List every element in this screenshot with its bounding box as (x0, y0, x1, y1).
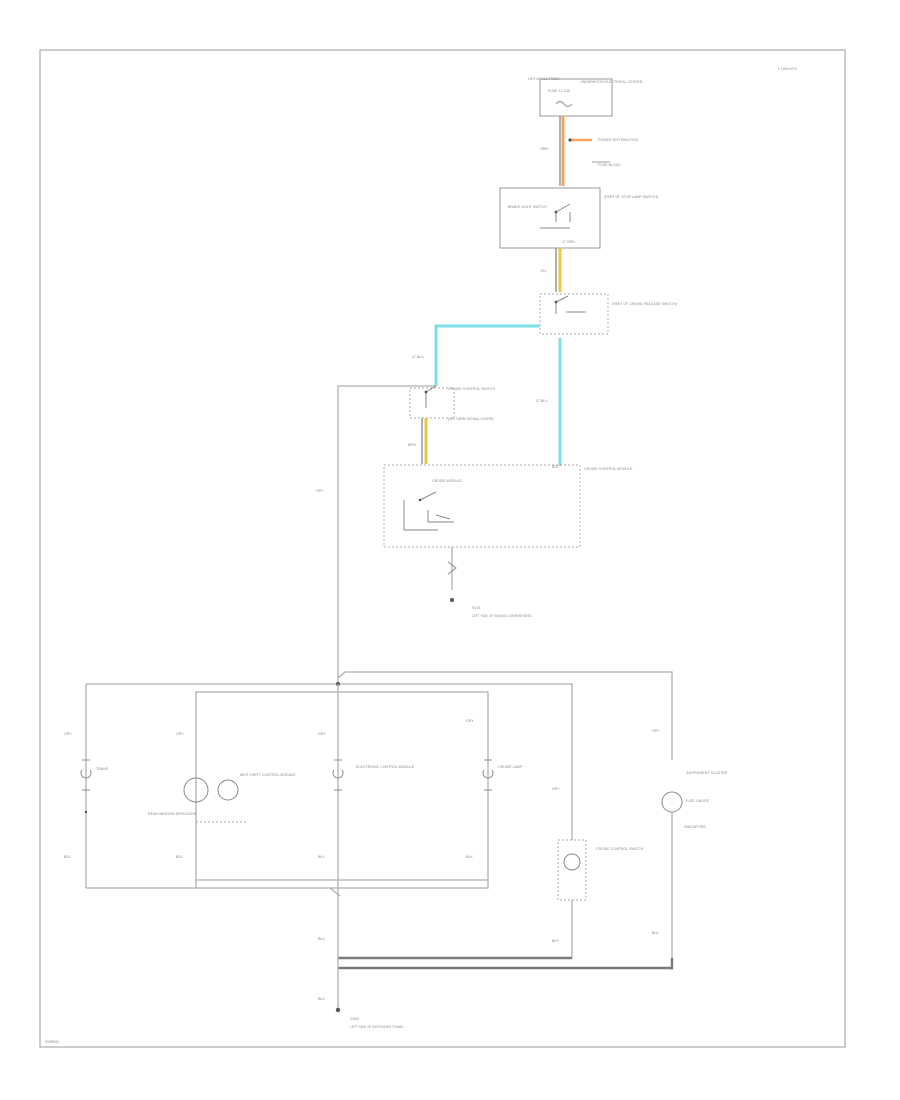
svg-text:BLK: BLK (64, 855, 71, 859)
svg-text:GRY: GRY (316, 489, 324, 493)
svg-text:BLK: BLK (318, 855, 325, 859)
svg-text:LT GRN: LT GRN (562, 240, 575, 244)
svg-text:FUEL GAUGE: FUEL GAUGE (686, 799, 710, 803)
cruise-control-switch: CRUISE CONTROL SWITCH (ON TURN SIGNAL LE… (337, 385, 496, 678)
component-electronic-control: GRY ELECTRONIC CONTROL MODULE BLK (318, 732, 415, 859)
svg-text:LT BLU: LT BLU (536, 399, 548, 403)
svg-text:HOT AT ALL TIMES: HOT AT ALL TIMES (528, 77, 560, 81)
cruise-module: CRUISE MODULE CRUISE CONTROL MODULE BLK (383, 464, 633, 548)
svg-text:(PART OF CRUISE RELEASE SWITCH: (PART OF CRUISE RELEASE SWITCH) (612, 302, 677, 306)
svg-text:ORN: ORN (540, 147, 548, 151)
svg-text:BLK: BLK (176, 855, 183, 859)
svg-text:ANTI-THEFT CONTROL MODULE: ANTI-THEFT CONTROL MODULE (240, 773, 296, 777)
brake-light-switch-box: BRAKE LIGHT SWITCH (PART OF STOP LAMP SW… (499, 187, 658, 249)
svg-text:BRAKE LIGHT SWITCH: BRAKE LIGHT SWITCH (508, 205, 547, 209)
svg-text:BLK: BLK (318, 997, 325, 1001)
svg-text:LT BLU: LT BLU (412, 355, 424, 359)
svg-text:(ON TURN SIGNAL LEVER): (ON TURN SIGNAL LEVER) (448, 417, 494, 421)
svg-text:CRUISE LAMP: CRUISE LAMP (498, 765, 523, 769)
svg-text:FUSE BLOCK: FUSE BLOCK (598, 163, 621, 167)
svg-text:GRY: GRY (466, 719, 474, 723)
component-instrument-cluster: GRY INSTRUMENT CLUSTER FUEL GAUGE INDICA… (652, 729, 728, 970)
svg-text:POWER DISTRIBUTION: POWER DISTRIBUTION (598, 138, 638, 142)
svg-text:REAR WINDOW DEFOGGER: REAR WINDOW DEFOGGER (148, 812, 197, 816)
svg-text:INDICATORS: INDICATORS (684, 825, 706, 829)
cruise-release-switch-box: (PART OF CRUISE RELEASE SWITCH) (539, 293, 677, 335)
svg-text:CRUISE CONTROL SWITCH: CRUISE CONTROL SWITCH (448, 387, 496, 391)
svg-text:INSTRUMENT CLUSTER: INSTRUMENT CLUSTER (686, 771, 728, 775)
svg-text:G101: G101 (472, 606, 481, 610)
svg-text:ELECTRONIC CONTROL MODULE: ELECTRONIC CONTROL MODULE (356, 765, 415, 769)
svg-text:CRUISE CONTROL SWITCH: CRUISE CONTROL SWITCH (596, 847, 644, 851)
svg-text:GRY: GRY (318, 732, 326, 736)
component-cruise-lamp: GRY CRUISE LAMP BLK (466, 692, 523, 888)
svg-text:LEFT SIDE OF ENGINE COMPARTMEN: LEFT SIDE OF ENGINE COMPARTMENT (472, 614, 532, 618)
svg-text:UNDERHOOD ELECTRICAL CENTER: UNDERHOOD ELECTRICAL CENTER (580, 80, 643, 84)
svg-text:BLK: BLK (652, 931, 659, 935)
svg-text:GRY: GRY (652, 729, 660, 733)
top-fuse-block: HOT AT ALL TIMES FUSE 12 15A UNDERHOOD E… (528, 77, 643, 117)
cyan-wire-left (434, 324, 540, 386)
svg-text:GRY: GRY (176, 732, 184, 736)
diagram-frame (39, 49, 846, 1048)
svg-text:CRUISE CONTROL MODULE: CRUISE CONTROL MODULE (584, 467, 633, 471)
svg-text:BLK: BLK (552, 465, 559, 469)
component-cruise-switch: GRY CRUISE CONTROL SWITCH BLK (552, 787, 644, 958)
svg-text:CRUISE MODULE: CRUISE MODULE (432, 479, 463, 483)
main-ground: BLK BLK G200 LEFT SIDE OF INSTRUMENT PAN… (318, 900, 404, 1029)
component-trans: GRY TRANS BLK (64, 732, 109, 859)
component-anti-theft: GRY ANTI-THEFT CONTROL MODULE REAR WINDO… (148, 692, 296, 880)
svg-text:BLK: BLK (318, 937, 325, 941)
svg-text:BLK: BLK (552, 939, 559, 943)
svg-text:(PART OF STOP LAMP SWITCH): (PART OF STOP LAMP SWITCH) (604, 195, 658, 199)
svg-text:BRN: BRN (408, 443, 416, 447)
svg-text:G200: G200 (350, 1017, 359, 1021)
svg-text:FUSE 12 15A: FUSE 12 15A (548, 89, 571, 93)
corner-label: L 1994 HTX (778, 67, 798, 71)
svg-text:YEL: YEL (540, 269, 547, 273)
module-ground: G101 LEFT SIDE OF ENGINE COMPARTMENT (447, 547, 532, 618)
svg-text:LEFT SIDE OF INSTRUMENT PANEL: LEFT SIDE OF INSTRUMENT PANEL (350, 1025, 404, 1029)
svg-text:GRY: GRY (552, 787, 560, 791)
footer-code: SWE894 (45, 1040, 59, 1044)
svg-text:GRY: GRY (64, 732, 72, 736)
svg-text:BLK: BLK (466, 855, 473, 859)
svg-text:TRANS: TRANS (96, 767, 109, 771)
